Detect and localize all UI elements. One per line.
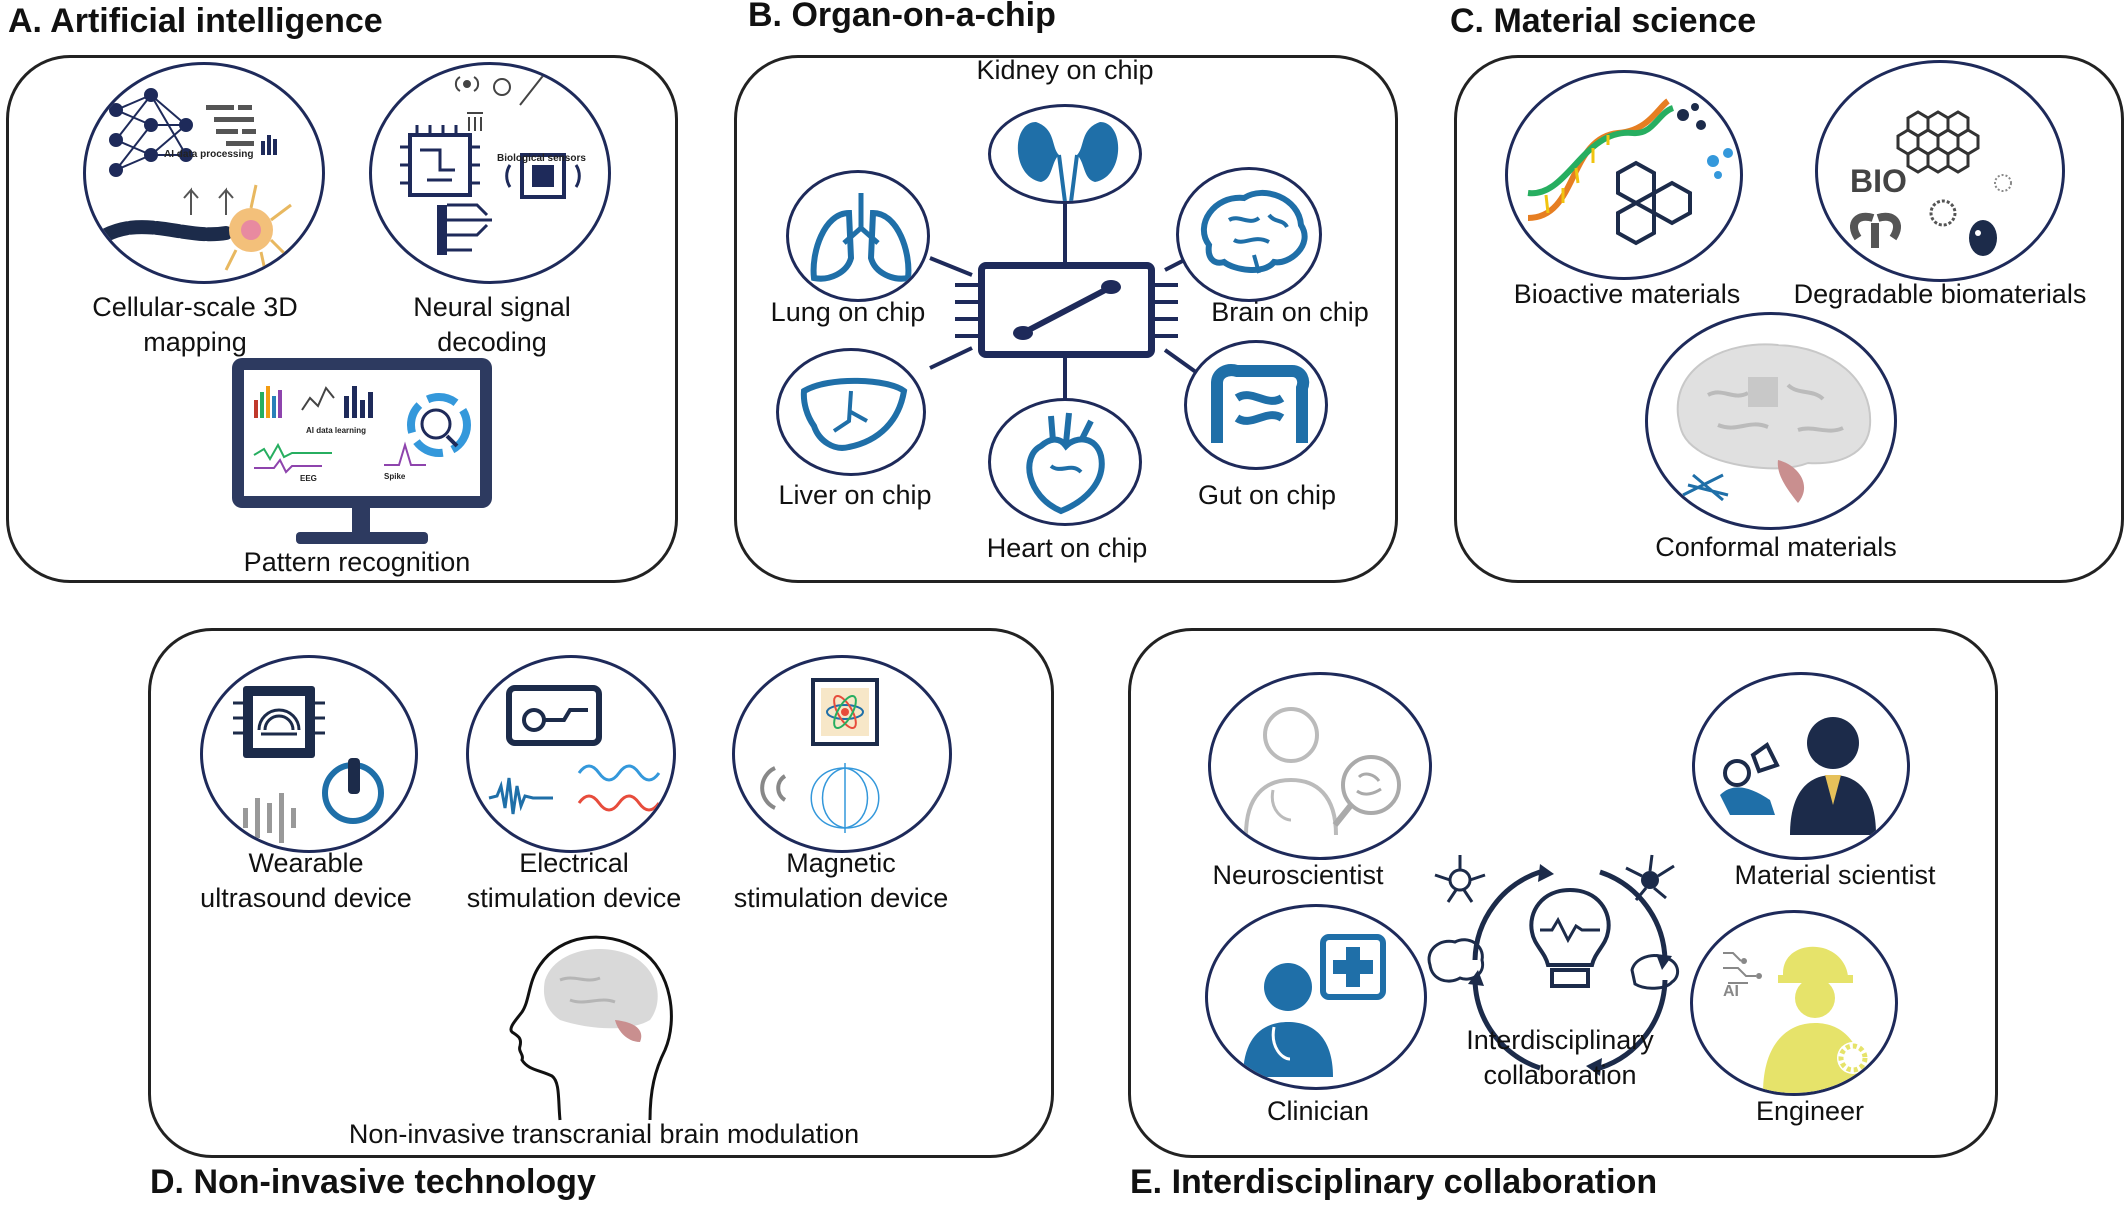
label-clinician: Clinician <box>1266 1096 1370 1126</box>
ai-processing-circle: AI data processing <box>83 62 325 284</box>
ultrasound-circle <box>200 655 418 853</box>
ai-processing-label: AI data processing <box>164 149 254 160</box>
monitor-charts <box>253 386 471 474</box>
label-kidney: Kidney on chip <box>976 55 1154 85</box>
ai-text-icon: AI <box>1723 983 1739 1000</box>
label-lung: Lung on chip <box>770 297 926 327</box>
kidney-icon <box>1017 122 1119 201</box>
clinician-icon <box>1243 934 1386 1077</box>
brain-circle <box>1176 167 1322 302</box>
neuroscientist-circle <box>1208 672 1432 860</box>
ai-learning-label: AI data learning <box>306 426 367 435</box>
liver-circle <box>776 348 926 476</box>
label-transcranial: Non-invasive transcranial brain modulati… <box>348 1119 860 1149</box>
label-bioactive: Bioactive materials <box>1513 279 1741 309</box>
label-neuroscientist: Neuroscientist <box>1212 860 1384 890</box>
conformal-circle <box>1645 312 1897 530</box>
gut-circle <box>1184 340 1328 470</box>
label-liver: Liver on chip <box>778 480 932 510</box>
chip-channel <box>1013 280 1121 340</box>
liver-icon <box>800 377 908 451</box>
section-e-title: E. Interdisciplinary collaboration <box>1130 1163 1658 1201</box>
bio-sensors-label: Biological sensors <box>497 153 586 164</box>
collaboration-cycle-icon <box>1427 854 1680 1076</box>
label-brain: Brain on chip <box>1211 297 1369 327</box>
material-scientist-circle <box>1692 672 1910 860</box>
label-conformal: Conformal materials <box>1655 532 1897 562</box>
bioactive-circle <box>1505 70 1743 280</box>
label-heart: Heart on chip <box>986 533 1148 563</box>
label-gut: Gut on chip <box>1197 480 1337 510</box>
kidney-circle <box>988 104 1142 204</box>
monitor-stand-icon <box>352 508 370 534</box>
degradable-icon <box>1850 110 2012 256</box>
lung-icon <box>810 193 912 282</box>
section-d-title: D. Non-invasive technology <box>150 1163 596 1201</box>
neuroscientist-icon <box>1244 707 1401 836</box>
conformal-brain-icon <box>1676 343 1872 503</box>
electrical-stim-icon <box>488 685 661 815</box>
label-material-scientist: Material scientist <box>1734 860 1936 890</box>
section-a-title: A. Artificial intelligence <box>8 2 383 40</box>
clinician-circle <box>1205 904 1427 1090</box>
gut-icon <box>1211 364 1310 443</box>
engineer-icon <box>1723 946 1869 1093</box>
label-pattern-recognition: Pattern recognition <box>243 547 471 577</box>
material-scientist-icon <box>1720 717 1876 835</box>
chip-sensor-icon <box>400 72 581 255</box>
section-c-title: C. Material science <box>1450 2 1757 40</box>
engineer-circle: AI <box>1690 910 1898 1096</box>
label-magnetic: Magnetic stimulation device <box>733 848 949 913</box>
ultrasound-icon <box>233 686 384 843</box>
label-degradable: Degradable biomaterials <box>1793 279 2087 309</box>
label-interdisciplinary-center: Interdisciplinary collaboration <box>1466 1025 1654 1090</box>
dna-molecule-icon <box>1527 98 1733 246</box>
eeg-label: EEG <box>300 474 317 483</box>
chip-icon <box>978 262 1155 358</box>
label-neural-decoding: Neural signal decoding <box>413 292 571 357</box>
bio-sensors-circle: Biological sensors <box>369 62 611 284</box>
magnetic-stim-icon <box>760 678 880 833</box>
bio-logo-text: BIO <box>1850 163 1907 199</box>
label-engineer: Engineer <box>1755 1096 1865 1126</box>
spike-label: Spike <box>384 472 406 481</box>
magnetic-circle <box>732 655 952 853</box>
label-electrical: Electrical stimulation device <box>466 848 682 913</box>
degradable-circle: BIO <box>1815 60 2065 282</box>
section-b-title: B. Organ-on-a-chip <box>748 0 1056 34</box>
label-cellular-mapping: Cellular-scale 3D mapping <box>92 292 298 357</box>
electrical-circle <box>466 655 676 853</box>
heart-icon <box>1026 412 1105 515</box>
monitor-base-icon <box>296 532 428 544</box>
brain-icon <box>1201 189 1308 274</box>
label-wearable: Wearable ultrasound device <box>200 848 412 913</box>
heart-circle <box>988 398 1142 526</box>
lung-circle <box>786 170 930 302</box>
monitor-icon: AI data learning EEG Spike <box>232 358 492 508</box>
head-profile-icon <box>509 935 673 1121</box>
neural-network-icon <box>99 88 293 276</box>
